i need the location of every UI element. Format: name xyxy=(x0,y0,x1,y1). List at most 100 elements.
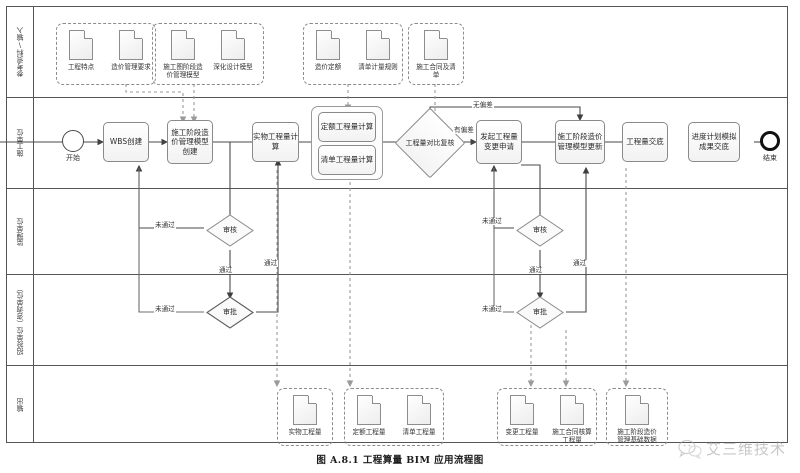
output-group-2: 定额工程量 清单工程量 xyxy=(344,388,444,446)
node-model-update[interactable]: 施工阶段造价管理模型更新 xyxy=(555,120,605,164)
edge-label-pass-1: 通过 xyxy=(218,266,234,274)
reference-group-2: 施工图阶段造价管理模型 深化设计模型 xyxy=(152,23,264,85)
output-group-1: 实物工程量 xyxy=(277,388,333,446)
node-model-update-label: 施工阶段造价管理模型更新 xyxy=(557,132,603,151)
doc-item: 清单计量规则 xyxy=(356,30,400,71)
node-wbs[interactable]: WBS创建 xyxy=(103,122,149,162)
node-sim-result-label: 进度计划模拟成果交底 xyxy=(691,132,737,151)
doc-label: 清单工程量 xyxy=(402,428,436,436)
lane-body-supervisor xyxy=(34,189,787,274)
doc-label: 施工合同核算工程量 xyxy=(552,428,592,445)
diamond-outline xyxy=(206,214,254,247)
document-icon xyxy=(69,30,93,60)
document-icon xyxy=(407,395,431,425)
decision-review-supervisor-label: 审核 xyxy=(223,226,237,235)
lane-header-column xyxy=(7,7,34,442)
document-icon xyxy=(366,30,390,60)
decision-review-supervisor[interactable]: 审核 xyxy=(206,214,254,247)
document-icon xyxy=(357,395,381,425)
end-label: 结束 xyxy=(763,154,777,162)
decision-approve-left-label: 审批 xyxy=(223,308,237,317)
lane-bidding: 招投单位（咨询单位） xyxy=(7,275,787,366)
edge-label-pass-4: 通过 xyxy=(572,259,588,267)
node-physical-qty-label: 实物工程量计算 xyxy=(253,132,298,151)
diamond-outline xyxy=(516,296,564,329)
document-icon xyxy=(510,395,534,425)
doc-item: 施工阶段造价管理基础数据 xyxy=(615,395,659,444)
start-node xyxy=(62,130,84,152)
node-change-request-label: 发起工程量变更申请 xyxy=(480,132,518,151)
doc-label: 深化设计模型 xyxy=(213,63,253,71)
reference-group-1: 工程特点 造价管理要求 xyxy=(56,23,156,85)
edge-label-has-deviation: 有偏差 xyxy=(453,126,475,134)
watermark-text: 艾三维技术 xyxy=(705,440,786,458)
node-wbs-label: WBS创建 xyxy=(109,137,143,147)
reference-group-4: 施工合同及清单 xyxy=(408,23,464,85)
wechat-icon xyxy=(678,439,702,459)
document-icon xyxy=(171,30,195,60)
node-model-create[interactable]: 施工阶段造价管理模型创建 xyxy=(167,120,213,164)
decision-compare[interactable]: 工程量对比复核 xyxy=(394,107,466,179)
lane-body-bidding xyxy=(34,275,787,365)
decision-approve-right-label: 审批 xyxy=(533,308,547,317)
output-group-3: 变更工程量 施工合同核算工程量 xyxy=(497,388,597,446)
decision-review-right[interactable]: 审核 xyxy=(516,214,564,247)
doc-label: 施工图阶段造价管理模型 xyxy=(163,63,203,80)
figure-caption: 图 A.8.1 工程算量 BIM 应用流程图 xyxy=(316,455,484,466)
node-physical-qty[interactable]: 实物工程量计算 xyxy=(252,122,299,162)
document-icon xyxy=(316,30,340,60)
edge-label-fail-4: 未通过 xyxy=(481,305,503,313)
node-change-request[interactable]: 发起工程量变更申请 xyxy=(476,120,522,164)
lane-contractor: 施工单位 xyxy=(7,98,787,189)
doc-item: 施工图阶段造价管理模型 xyxy=(161,30,205,79)
document-icon xyxy=(625,395,649,425)
node-handover-label: 工程量交底 xyxy=(626,137,664,147)
diamond-outline xyxy=(206,296,254,329)
node-quota-qty[interactable]: 定额工程量计算 xyxy=(318,112,376,142)
decision-approve-left[interactable]: 审批 xyxy=(206,296,254,329)
decision-review-right-label: 审核 xyxy=(533,226,547,235)
node-handover[interactable]: 工程量交底 xyxy=(622,122,668,162)
doc-label: 施工阶段造价管理基础数据 xyxy=(617,428,657,445)
doc-item: 施工合同及清单 xyxy=(414,30,458,79)
doc-item: 定额工程量 xyxy=(347,395,391,436)
reference-group-3: 造价定额 清单计量规则 xyxy=(303,23,403,85)
doc-label: 施工合同及清单 xyxy=(416,63,456,80)
edge-label-fail-1: 未通过 xyxy=(154,221,176,229)
doc-item: 施工合同核算工程量 xyxy=(550,395,594,444)
watermark: 艾三维技术 xyxy=(678,438,786,459)
doc-label: 造价定额 xyxy=(314,63,342,71)
end-node xyxy=(760,131,780,151)
doc-label: 造价管理要求 xyxy=(111,63,151,71)
decision-approve-right[interactable]: 审批 xyxy=(516,296,564,329)
lane-supervisor: 监理单位 xyxy=(7,189,787,275)
node-sim-result[interactable]: 进度计划模拟成果交底 xyxy=(688,122,740,162)
doc-label: 实物工程量 xyxy=(288,428,322,436)
node-model-create-label: 施工阶段造价管理模型创建 xyxy=(171,127,209,156)
node-bill-qty[interactable]: 清单工程量计算 xyxy=(318,145,376,175)
doc-label: 变更工程量 xyxy=(505,428,539,436)
start-label: 开始 xyxy=(66,154,80,162)
doc-label: 清单计量规则 xyxy=(358,63,398,71)
document-icon xyxy=(119,30,143,60)
doc-label: 工程特点 xyxy=(67,63,95,71)
document-icon xyxy=(560,395,584,425)
edge-label-fail-2: 未通过 xyxy=(154,305,176,313)
doc-item: 造价定额 xyxy=(306,30,350,71)
decision-compare-label: 工程量对比复核 xyxy=(405,138,455,147)
document-icon xyxy=(293,395,317,425)
edge-label-fail-3: 未通过 xyxy=(481,217,503,225)
doc-label: 定额工程量 xyxy=(352,428,386,436)
document-icon xyxy=(221,30,245,60)
doc-item: 造价管理要求 xyxy=(109,30,153,71)
node-bill-qty-label: 清单工程量计算 xyxy=(320,155,374,165)
edge-label-no-deviation: 无偏差 xyxy=(472,101,494,109)
doc-item: 变更工程量 xyxy=(500,395,544,436)
doc-item: 实物工程量 xyxy=(283,395,327,436)
diamond-outline xyxy=(516,214,564,247)
edge-label-pass-2: 通过 xyxy=(263,259,279,267)
document-icon xyxy=(424,30,448,60)
doc-item: 清单工程量 xyxy=(397,395,441,436)
node-quota-qty-label: 定额工程量计算 xyxy=(320,122,374,132)
